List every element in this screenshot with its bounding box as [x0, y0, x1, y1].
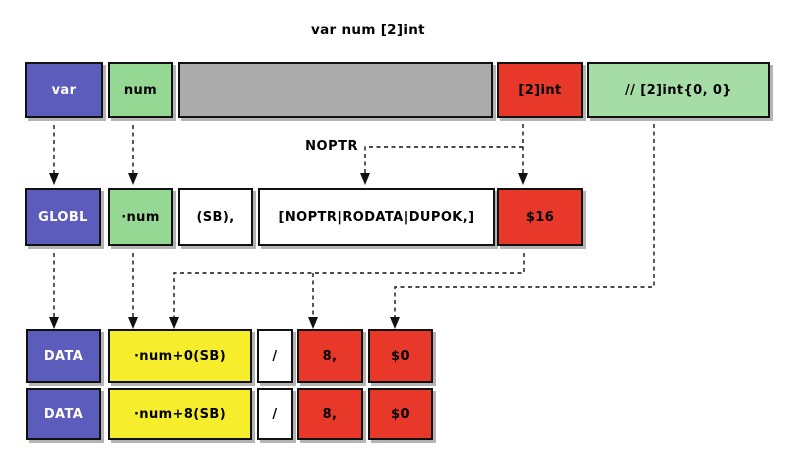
data1-address-box: ·num+0(SB) — [108, 329, 252, 383]
data1-directive-box: DATA — [26, 329, 101, 383]
source-type-box: [2]int — [497, 62, 583, 118]
data2-value-box: $0 — [368, 388, 433, 440]
arrow-size16-to-offset — [169, 253, 525, 329]
globl-directive-box: GLOBL — [25, 188, 101, 246]
arrow-noptr-to-flags — [360, 146, 523, 185]
data1-chunk-size-box: 8, — [297, 329, 363, 383]
source-comment-box: // [2]int{0, 0} — [587, 62, 770, 118]
data1-value-box: $0 — [368, 329, 433, 383]
source-num-identifier-box: num — [108, 62, 173, 118]
data1-slash-box: / — [257, 329, 293, 383]
source-spacer-box — [178, 62, 493, 118]
source-var-keyword-box: var — [25, 62, 103, 118]
globl-flags-box: [NOPTR|RODATA|DUPOK,] — [258, 188, 495, 246]
data2-directive-box: DATA — [26, 388, 101, 440]
globl-sb-box: (SB), — [178, 188, 253, 246]
data2-chunk-size-box: 8, — [297, 388, 363, 440]
globl-symbol-box: ·num — [108, 188, 173, 246]
diagram-title: var num [2]int — [311, 22, 425, 38]
data2-address-box: ·num+8(SB) — [108, 388, 252, 440]
data2-slash-box: / — [257, 388, 293, 440]
noptr-flag-label: NOPTR — [305, 139, 358, 154]
globl-size-box: $16 — [497, 188, 583, 246]
